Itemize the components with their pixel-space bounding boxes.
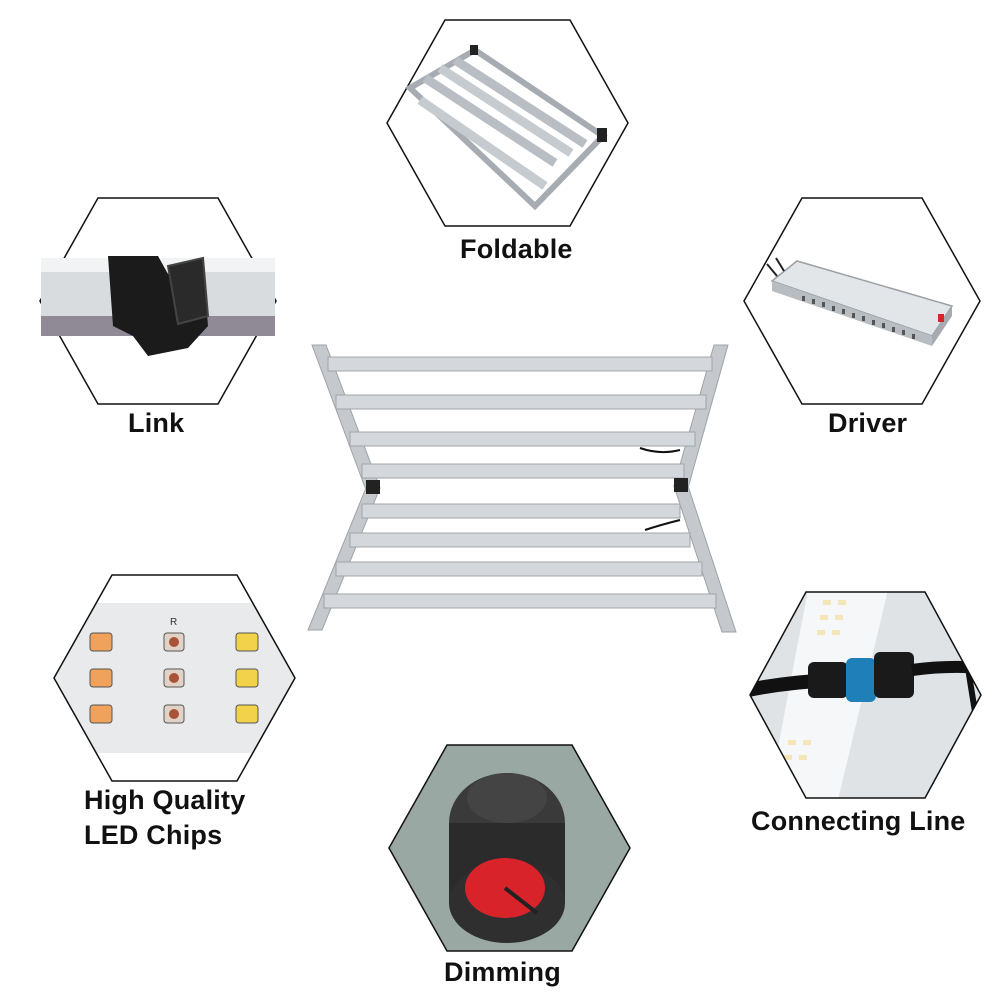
chip-marker-r: R bbox=[170, 617, 177, 628]
foldable-label: Foldable bbox=[460, 234, 573, 264]
led-chips-label-line1: High Quality bbox=[84, 785, 246, 815]
foldable-light-image bbox=[405, 45, 608, 211]
link-hexagon bbox=[39, 197, 277, 405]
dimming-knob-image bbox=[389, 745, 630, 951]
link-connector-image bbox=[41, 256, 275, 356]
driver-label: Driver bbox=[828, 408, 908, 438]
led-grow-light-fixture bbox=[307, 344, 737, 633]
led-chips-image bbox=[54, 575, 295, 781]
dimming-hexagon bbox=[388, 744, 631, 952]
led-chips-hexagon: R bbox=[53, 574, 296, 782]
connecting-line-image bbox=[750, 592, 981, 798]
driver-hexagon bbox=[743, 197, 981, 405]
foldable-hexagon bbox=[386, 19, 629, 227]
lower-led-bars bbox=[323, 503, 717, 609]
upper-led-bars bbox=[327, 356, 713, 479]
connecting-line-hexagon bbox=[749, 591, 982, 799]
dimming-label: Dimming bbox=[444, 957, 561, 987]
link-label: Link bbox=[128, 408, 185, 438]
connecting-line-label: Connecting Line bbox=[751, 806, 966, 836]
led-chips-label-line2: LED Chips bbox=[84, 820, 223, 850]
driver-box-image bbox=[766, 257, 954, 346]
